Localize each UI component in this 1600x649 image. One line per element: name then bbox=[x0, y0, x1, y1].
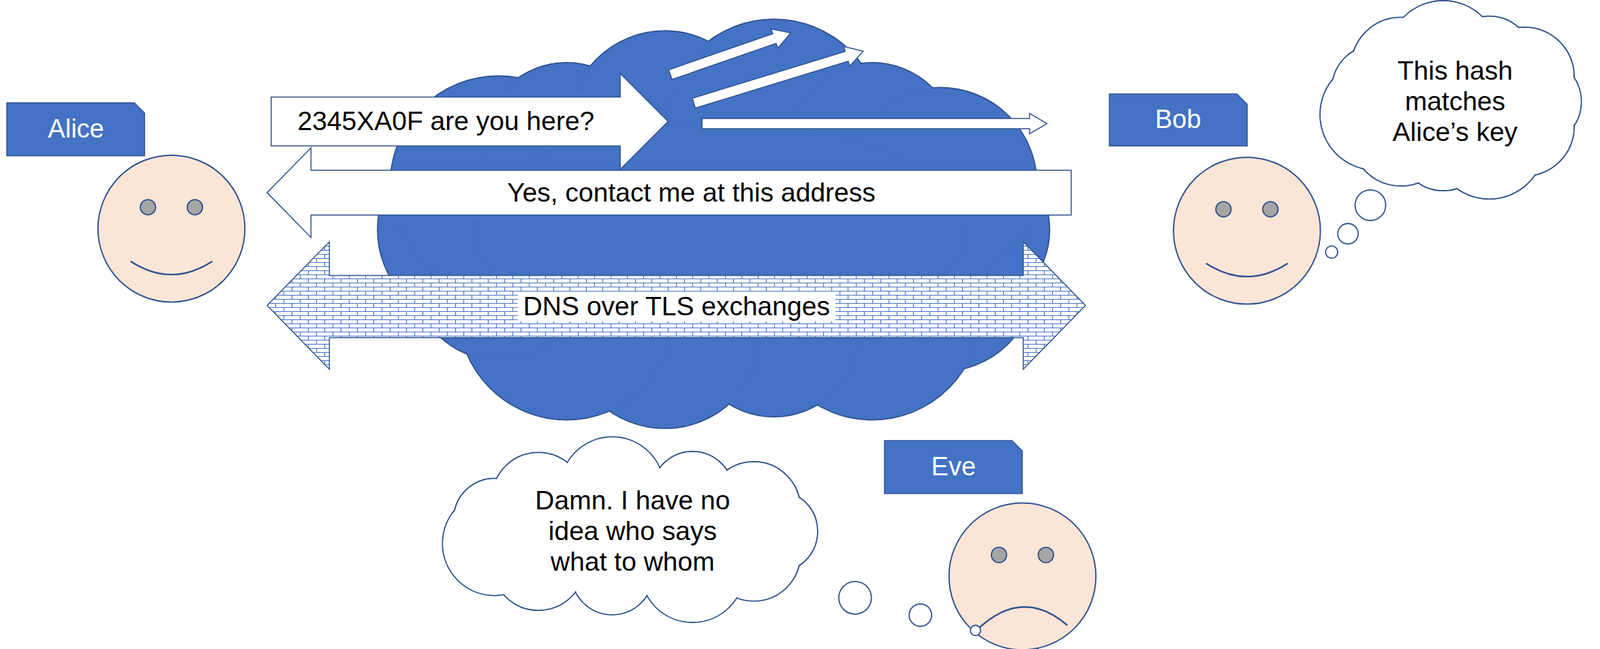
alice-face bbox=[98, 155, 246, 303]
name-tag: Eve bbox=[884, 440, 1023, 495]
text-holder: Yes, contact me at this address bbox=[311, 170, 1072, 216]
text-holder: Eve bbox=[884, 440, 1023, 495]
name-label: Bob bbox=[1155, 104, 1202, 135]
thought-text: Damn. I have no idea who says what to wh… bbox=[519, 485, 745, 578]
thought-trail-bubble bbox=[838, 581, 872, 615]
name-label: Eve bbox=[931, 452, 976, 483]
text-holder: DNS over TLS exchanges bbox=[329, 275, 1024, 338]
face-outline bbox=[949, 503, 1097, 649]
arrow-shape bbox=[267, 147, 1072, 238]
relay-arrow bbox=[692, 46, 864, 108]
thought-cloud-shape bbox=[1319, 0, 1581, 199]
thought-trail-bubble bbox=[970, 625, 981, 636]
thought-cloud: This hash matches Alice’s key bbox=[1321, 4, 1589, 199]
text-holder: Alice bbox=[6, 102, 145, 157]
network-cloud bbox=[377, 19, 1050, 429]
face-outline bbox=[1173, 157, 1321, 305]
face-eye bbox=[140, 199, 156, 215]
face-frown bbox=[977, 607, 1068, 630]
face-smile bbox=[130, 261, 213, 275]
thought-cloud-shape bbox=[442, 436, 818, 623]
eve-face bbox=[949, 503, 1097, 649]
message-text: Yes, contact me at this address bbox=[506, 177, 876, 209]
arrow-shape bbox=[267, 241, 1086, 370]
message-text: DNS over TLS exchanges bbox=[517, 291, 836, 323]
thought-trail-bubble bbox=[909, 604, 932, 627]
name-tag: Bob bbox=[1109, 94, 1248, 146]
face-eye bbox=[991, 547, 1007, 563]
message-text: 2345XA0F are you here? bbox=[297, 106, 595, 137]
bob-face bbox=[1173, 157, 1321, 305]
query-arrow: 2345XA0F are you here? bbox=[271, 73, 669, 170]
thought-text: This hash matches Alice’s key bbox=[1369, 55, 1541, 148]
relay-arrow bbox=[668, 28, 791, 80]
reply-arrow: Yes, contact me at this address bbox=[267, 147, 1072, 238]
text-holder: 2345XA0F are you here? bbox=[271, 96, 621, 146]
face-eye bbox=[1038, 547, 1054, 563]
thought-trail-bubble bbox=[1325, 245, 1338, 259]
face-eye bbox=[1262, 201, 1278, 217]
thought-trail-bubble bbox=[1337, 223, 1359, 244]
face-eye bbox=[1215, 201, 1231, 217]
face-eye bbox=[187, 199, 203, 215]
name-label: Alice bbox=[47, 114, 104, 145]
tag-box bbox=[6, 102, 145, 157]
encrypted-channel-arrow: DNS over TLS exchanges bbox=[267, 241, 1086, 370]
thought-cloud: Damn. I have no idea who says what to wh… bbox=[440, 440, 825, 623]
tag-box bbox=[1109, 94, 1248, 146]
face-outline bbox=[98, 155, 246, 303]
face-smile bbox=[1206, 263, 1288, 277]
arrow-shape bbox=[271, 73, 669, 170]
relay-arrow bbox=[701, 113, 1047, 135]
tag-box bbox=[884, 440, 1023, 495]
thought-trail-bubble bbox=[1355, 190, 1387, 221]
name-tag: Alice bbox=[6, 102, 145, 157]
text-holder: Damn. I have no idea who says what to wh… bbox=[440, 440, 825, 623]
text-holder: This hash matches Alice’s key bbox=[1321, 4, 1589, 199]
text-holder: Bob bbox=[1109, 94, 1248, 146]
